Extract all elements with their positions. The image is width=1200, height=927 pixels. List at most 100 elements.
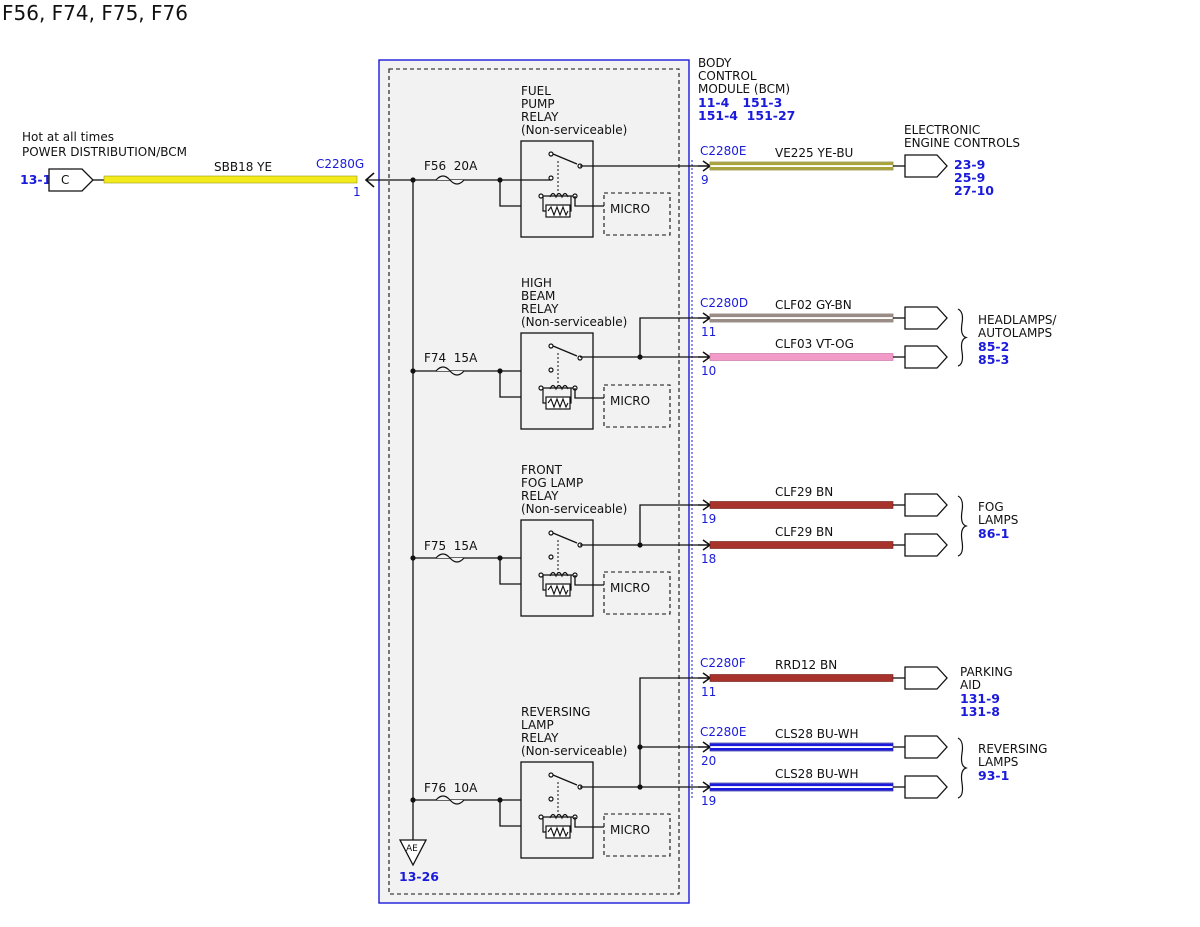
wire-stripe-bottom	[710, 319, 893, 322]
ground-ref[interactable]: 13-26	[399, 869, 439, 884]
source-wire-label: SBB18 YE	[214, 160, 272, 174]
destination-connector-shape	[904, 306, 948, 330]
bcm-line-2: CONTROL	[698, 69, 757, 83]
relay-fog-box[interactable]	[520, 519, 594, 617]
relay-hb-line-3: RELAY	[521, 302, 559, 316]
destination-ref[interactable]: 25-9	[954, 170, 985, 185]
relay-fog-line-4: (Non-serviceable)	[521, 502, 627, 516]
circuit-fuel-pump: F56 20A FUEL PUMP RELAY (Non-serviceable…	[424, 84, 698, 238]
destination-label: ENGINE CONTROLS	[904, 136, 1020, 150]
micro-fuel-box	[603, 192, 671, 236]
output-pin: 10	[701, 364, 716, 378]
wire-stripe-bottom	[710, 788, 893, 791]
destination-ref[interactable]: 85-3	[978, 352, 1009, 367]
ground-symbol	[398, 839, 428, 867]
destination-ref[interactable]: 86-1	[978, 526, 1009, 541]
wire-stripe-top	[710, 314, 893, 318]
connector-arrow	[698, 781, 712, 793]
relay-hb-line-1: HIGH	[521, 276, 552, 290]
destination-ref[interactable]: 131-9	[960, 691, 1000, 706]
output-connector-id[interactable]: C2280E	[700, 725, 747, 739]
micro-hb-label: MICRO	[610, 394, 650, 408]
source-connector-shape	[48, 168, 94, 192]
connector-arrow	[698, 312, 712, 324]
output-wire-3: CLF29 BN 19	[698, 485, 948, 526]
output-wire-label: CLF03 VT-OG	[775, 337, 854, 351]
output-wire-0: VE225 YE-BU C2280E 9	[698, 144, 948, 187]
destination-label: AID	[960, 678, 981, 692]
relay-rev-line-4: (Non-serviceable)	[521, 744, 627, 758]
output-pin: 19	[701, 512, 716, 526]
destination-ref[interactable]: 23-9	[954, 157, 985, 172]
micro-rev-label: MICRO	[610, 823, 650, 837]
relay-rev-line-3: RELAY	[521, 731, 559, 745]
diagram-title: F56, F74, F75, F76	[2, 1, 188, 25]
connector-arrow	[698, 351, 712, 363]
destination-ref[interactable]: 27-10	[954, 183, 994, 198]
destination-connector-shape	[904, 775, 948, 799]
fuse-f76-label: F76 10A	[424, 781, 478, 795]
output-connector-id[interactable]: C2280E	[700, 144, 747, 158]
relay-fog-line-3: RELAY	[521, 489, 559, 503]
relay-fuel-coil-out	[574, 196, 604, 207]
relay-fuel-line-2: PUMP	[521, 97, 555, 111]
relay-rev-split	[639, 677, 698, 787]
wire-body	[709, 353, 894, 361]
bcm-line-1: BODY	[698, 56, 732, 70]
destination-label: LAMPS	[978, 513, 1018, 527]
wire-body	[709, 541, 894, 549]
relay-hb-split	[639, 317, 698, 357]
fuse-f56-symbol	[435, 175, 465, 185]
micro-fuel-label: MICRO	[610, 202, 650, 216]
destination-label: ELECTRONIC	[904, 123, 980, 137]
relay-fuel-box[interactable]	[520, 140, 594, 238]
fuse-f56-label: F56 20A	[424, 159, 478, 173]
source-desc-line2: POWER DISTRIBUTION/BCM	[22, 145, 187, 159]
destination-ref[interactable]: 85-2	[978, 339, 1009, 354]
destination-label: AUTOLAMPS	[978, 326, 1052, 340]
micro-fog-label: MICRO	[610, 581, 650, 595]
circuit-reversing: F76 10A REVERSING LAMP RELAY (Non-servic…	[410, 677, 698, 859]
group-brace	[957, 308, 968, 367]
wire-stripe-bottom	[710, 167, 893, 170]
fuse-f74-label: F74 15A	[424, 351, 478, 365]
output-connector-id[interactable]: C2280F	[700, 656, 746, 670]
output-pin: 19	[701, 794, 716, 808]
relay-fuel-line-1: FUEL	[521, 84, 551, 98]
output-wire-label: VE225 YE-BU	[775, 146, 853, 160]
source-connector-id[interactable]: C2280G	[316, 157, 364, 171]
output-wire-2: CLF03 VT-OG 10	[698, 337, 948, 378]
micro-hb-box	[603, 384, 671, 428]
output-pin: 9	[701, 173, 709, 187]
destination-ref[interactable]: 93-1	[978, 768, 1009, 783]
fuse-f76-symbol	[435, 795, 465, 805]
relay-rev-line-2: LAMP	[521, 718, 554, 732]
group-brace	[957, 737, 968, 799]
relay-hb-line-2: BEAM	[521, 289, 555, 303]
source-connector-letter: C	[61, 173, 69, 187]
relay-rev-coil-out	[574, 817, 604, 828]
relay-fuel-line-3: RELAY	[521, 110, 559, 124]
output-connector-id[interactable]: C2280D	[700, 296, 748, 310]
output-pin: 11	[701, 325, 716, 339]
destination-ref[interactable]: 131-8	[960, 704, 1000, 719]
output-wire-label: RRD12 BN	[775, 658, 837, 672]
destination-connector-shape	[904, 345, 948, 369]
bcm-ref-row-2[interactable]: 151-4 151-27	[698, 108, 795, 123]
circuit-front-fog: F75 15A FRONT FOG LAMP RELAY (Non-servic…	[410, 463, 698, 617]
bcm-ref-row-1[interactable]: 11-4 151-3	[698, 95, 782, 110]
wire-sbb18	[103, 175, 358, 184]
destination-label: HEADLAMPS/	[978, 313, 1057, 327]
wire-stripe-bottom	[710, 748, 893, 751]
relay-hb-box[interactable]	[520, 332, 594, 430]
output-wire-label: CLF29 BN	[775, 485, 833, 499]
relay-hb-line-4: (Non-serviceable)	[521, 315, 627, 329]
relay-rev-box[interactable]	[520, 761, 594, 859]
source-ref[interactable]: 13-1	[20, 172, 51, 187]
